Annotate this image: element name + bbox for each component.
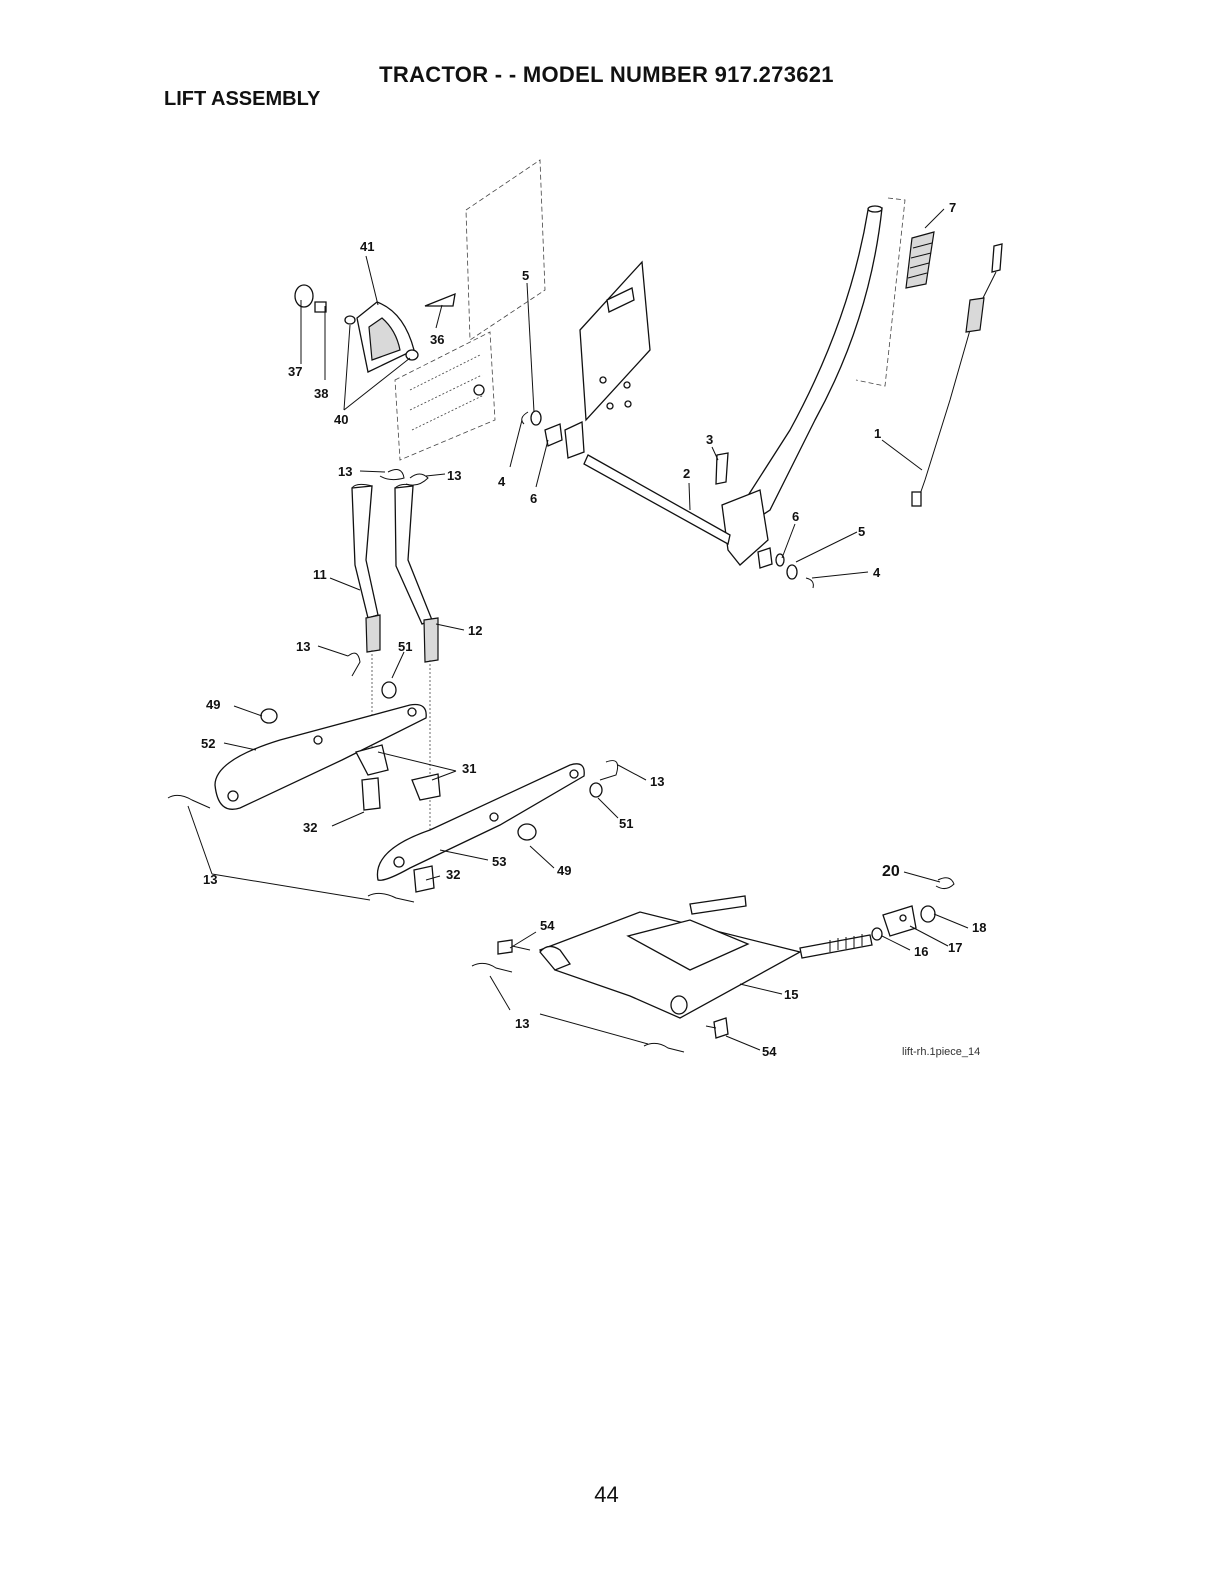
callout-37: 37: [288, 364, 302, 379]
callout-3: 3: [706, 432, 713, 447]
callout-49-left: 49: [206, 697, 220, 712]
callout-51-right: 51: [619, 816, 633, 831]
callout-13-e: 13: [203, 872, 217, 887]
callout-2: 2: [683, 466, 690, 481]
callout-13-c: 13: [296, 639, 310, 654]
callout-38: 38: [314, 386, 328, 401]
callout-49-right: 49: [557, 863, 571, 878]
callout-17: 17: [948, 940, 962, 955]
callout-54-top: 54: [540, 918, 555, 933]
callout-32-left: 32: [303, 820, 317, 835]
callout-36: 36: [430, 332, 444, 347]
callout-12: 12: [468, 623, 482, 638]
callout-4-right: 4: [873, 565, 881, 580]
callout-18: 18: [972, 920, 986, 935]
callout-7: 7: [949, 200, 956, 215]
callout-16: 16: [914, 944, 928, 959]
callout-6-right: 6: [792, 509, 799, 524]
rear-lift-plate: [540, 896, 872, 1018]
callout-31: 31: [462, 761, 476, 776]
callout-4-left: 4: [498, 474, 506, 489]
callout-53: 53: [492, 854, 506, 869]
callout-13-a: 13: [338, 464, 352, 479]
lift-shaft: [565, 262, 730, 544]
callout-6-left: 6: [530, 491, 537, 506]
callout-1: 1: [874, 426, 881, 441]
callout-54-bottom: 54: [762, 1044, 777, 1059]
callout-13-b: 13: [447, 468, 461, 483]
callout-5-right: 5: [858, 524, 865, 539]
lift-lever: [722, 198, 905, 565]
callout-32-right: 32: [446, 867, 460, 882]
handle-grip: [906, 232, 934, 288]
callout-13-d: 13: [650, 774, 664, 789]
callout-51-left: 51: [398, 639, 412, 654]
page-number: 44: [0, 1482, 1213, 1508]
callout-15: 15: [784, 987, 798, 1002]
callout-5-left: 5: [522, 268, 529, 283]
frame-panel: [395, 160, 545, 460]
callout-40: 40: [334, 412, 348, 427]
callout-52: 52: [201, 736, 215, 751]
callout-41: 41: [360, 239, 374, 254]
lift-bracket: [295, 285, 455, 372]
callout-13-f: 13: [515, 1016, 529, 1031]
lift-arm-left: [215, 682, 426, 810]
callout-11: 11: [313, 567, 327, 582]
callout-20: 20: [882, 863, 900, 880]
figure-id: lift-rh.1piece_14: [902, 1046, 980, 1058]
